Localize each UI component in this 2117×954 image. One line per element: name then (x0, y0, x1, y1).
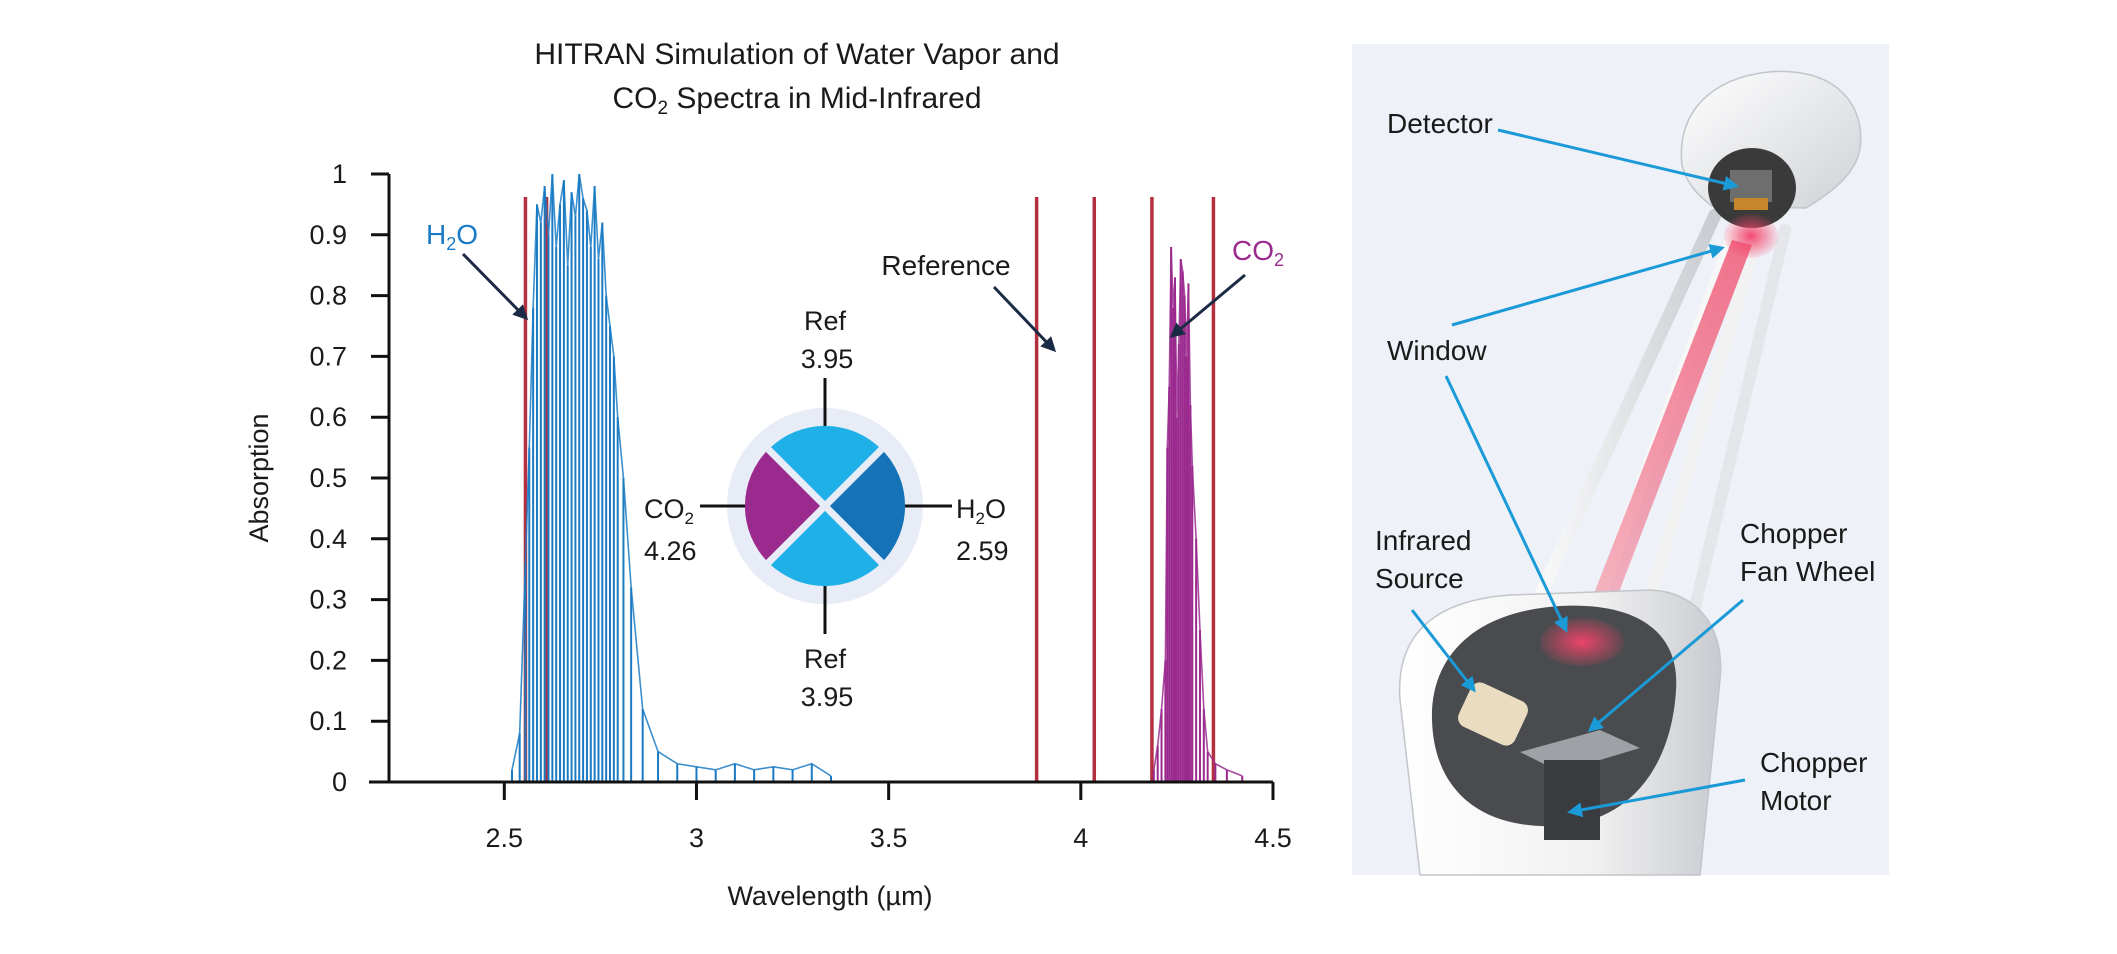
rod (1513, 208, 1722, 647)
y-tick-label: 1 (332, 159, 347, 189)
window-arrow-bottom (1444, 375, 1568, 633)
y-tick-label: 0.6 (309, 402, 347, 432)
x-tick-label: 2.5 (486, 823, 524, 853)
window-label: Window (1387, 335, 1487, 366)
series-envelope (1153, 246, 1243, 777)
sensor-illustration: Detector Window Infrared Source Chopper … (1352, 44, 1889, 876)
y-tick-label: 0.9 (309, 220, 347, 250)
x-axis-ticks: 2.5 3 3.5 4 4.5 (486, 782, 1292, 853)
h2o-annotation-label: H2O (426, 219, 478, 254)
wheel-segment-co2 (744, 449, 825, 563)
y-tick-label: 0.8 (309, 281, 347, 311)
chopper-fan-label-line-2: Fan Wheel (1740, 556, 1875, 587)
wheel-left-label: CO2 (644, 494, 694, 528)
reference-annotation-arrow (992, 285, 1057, 353)
y-tick-label: 0.3 (309, 585, 347, 615)
y-tick-label: 0.2 (309, 645, 347, 675)
rod (1684, 224, 1791, 634)
wheel-top-value: 3.95 (801, 344, 854, 374)
detector-arrow (1497, 128, 1739, 191)
y-tick-label: 0.7 (309, 341, 347, 371)
wheel-bottom-label: Ref (804, 644, 847, 674)
chopper-motor (1544, 760, 1600, 840)
wheel-divider-2 (765, 446, 885, 566)
series-layer (510, 173, 1244, 782)
filter-wheel: Ref 3.95 Ref 3.95 CO2 4.26 H2O 2.59 (644, 306, 1009, 712)
chart-title-line-2: CO2 Spectra in Mid-Infrared (612, 82, 981, 119)
infrared-source (1458, 682, 1528, 746)
detector-body (1730, 170, 1772, 202)
chopper-motor-label-line-1: Chopper (1760, 747, 1867, 778)
co2-annotation-label: CO2 (1232, 235, 1284, 270)
y-tick-label: 0 (332, 767, 347, 797)
infrared-source-arrow (1410, 609, 1476, 693)
wheel-top-label: Ref (804, 306, 847, 336)
x-tick-label: 3 (689, 823, 704, 853)
detector-label: Detector (1387, 108, 1493, 139)
co2-annotation-arrow (1169, 273, 1246, 338)
chopper-motor-arrow (1567, 778, 1746, 818)
infrared-source-label-line-2: Source (1375, 563, 1464, 594)
spectrum-chart: HITRAN Simulation of Water Vapor and CO2… (244, 38, 1292, 911)
x-tick-label: 4 (1073, 823, 1088, 853)
chopper-motor-label-line-2: Motor (1760, 785, 1832, 816)
wheel-segment-h2o (825, 449, 906, 563)
chart-title-line-1: HITRAN Simulation of Water Vapor and (534, 38, 1059, 71)
wheel-right-value: 2.59 (956, 536, 1009, 566)
h2o-annotation-arrow (461, 252, 529, 321)
x-tick-label: 3.5 (870, 823, 908, 853)
x-axis-label: Wavelength (µm) (727, 881, 932, 911)
series-envelope (511, 173, 832, 777)
window-bottom (1540, 618, 1624, 666)
window-arrow-top (1451, 244, 1725, 327)
series-0 (510, 173, 832, 782)
source-cavity (1431, 605, 1677, 827)
chopper-fan-arrow (1587, 598, 1744, 732)
wheel-left-value: 4.26 (644, 536, 697, 566)
series-1 (1152, 246, 1244, 782)
wheel-segment-ref-bottom (768, 506, 882, 587)
wheel-bottom-value: 3.95 (801, 682, 854, 712)
rod (1639, 222, 1766, 621)
y-tick-label: 0.5 (309, 463, 347, 493)
y-axis-label: Absorption (244, 413, 274, 542)
detector-element (1734, 198, 1768, 210)
infrared-beam (1572, 240, 1752, 652)
x-tick-label: 4.5 (1254, 823, 1292, 853)
window-top (1724, 214, 1778, 258)
wheel-right-label: H2O (956, 494, 1006, 528)
wheel-segment-ref-top (768, 425, 882, 506)
y-tick-label: 0.1 (309, 706, 347, 736)
infrared-source-label-line-1: Infrared (1375, 525, 1472, 556)
reference-annotation-label: Reference (881, 250, 1010, 281)
chopper-fan-label-line-1: Chopper (1740, 518, 1847, 549)
y-axis-ticks: 0 0.1 0.2 0.3 0.4 0.5 0.6 0.7 0.8 0.9 1 (309, 159, 389, 797)
y-tick-label: 0.4 (309, 524, 347, 554)
